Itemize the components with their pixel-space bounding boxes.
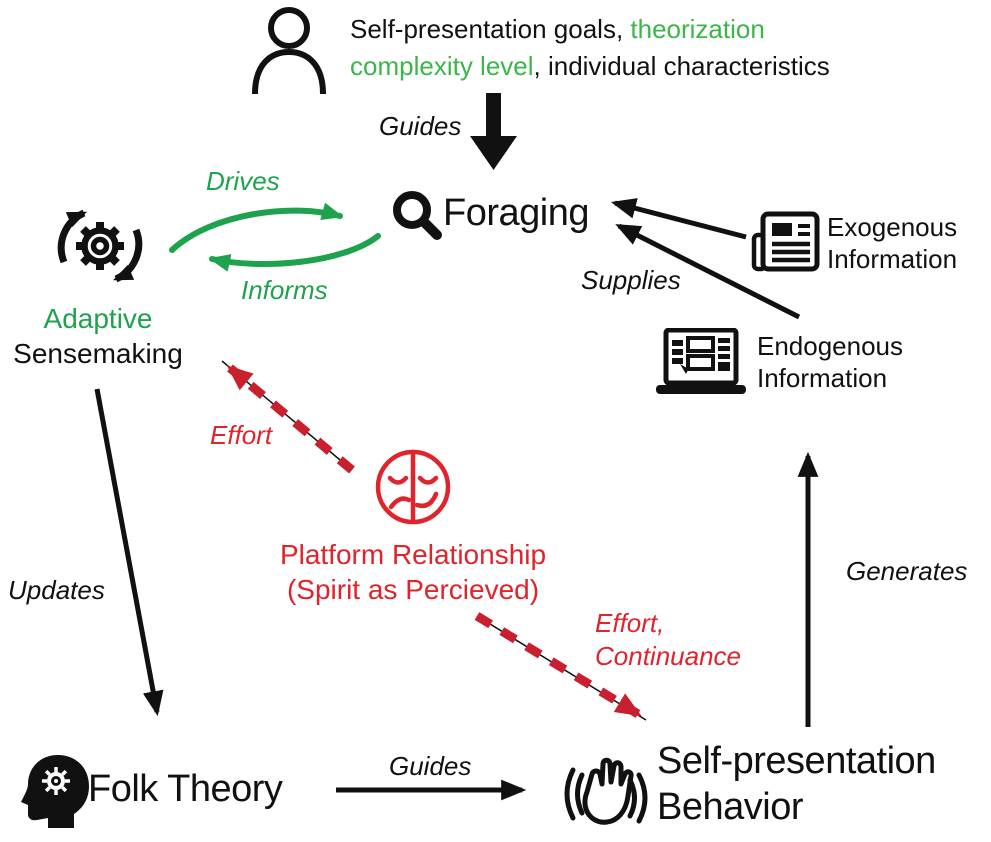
exogenous-line1: Exogenous: [827, 212, 958, 242]
head-gear-icon: [21, 755, 89, 828]
person-icon: [252, 7, 326, 94]
effort-continuance-line2: Continuance: [595, 641, 741, 671]
sensemaking-line2: Sensemaking: [13, 338, 183, 369]
effort-arrow-thin: [221, 360, 353, 471]
drives-label: Drives: [206, 166, 280, 196]
behavior-line2: Behavior: [657, 786, 803, 828]
updates-arrow: [94, 388, 164, 717]
node-sensemaking-label: Adaptive Sensemaking: [2, 301, 194, 371]
exogenous-line2: Information: [827, 244, 958, 274]
input-text-line2: complexity level, individual characteris…: [350, 48, 830, 85]
input-text-line1: Self-presentation goals, theorization: [350, 11, 830, 48]
gear-cycle-icon: [57, 209, 143, 283]
node-folk-theory-label: Folk Theory: [88, 768, 283, 810]
supplies-label: Supplies: [581, 265, 681, 295]
input-characteristics-text: Self-presentation goals, theorization co…: [350, 11, 830, 85]
effort-label: Effort: [210, 420, 273, 450]
generates-label: Generates: [846, 556, 968, 586]
input-text-black1: Self-presentation goals,: [350, 14, 631, 44]
node-foraging-label: Foraging: [443, 192, 589, 234]
updates-label: Updates: [8, 575, 105, 605]
effort-continuance-arrow: [474, 612, 642, 718]
informs-label: Informs: [241, 275, 328, 305]
masks-face-icon: [375, 449, 451, 525]
platform-line2: (Spirit as Percieved): [286, 574, 540, 605]
input-text-green1: theorization: [630, 14, 765, 44]
drives-arrow: [169, 202, 344, 253]
sensemaking-line1: Adaptive: [43, 303, 153, 334]
guides-top-label: Guides: [379, 111, 462, 141]
input-text-green2: complexity level: [350, 51, 534, 81]
node-platform-label: Platform Relationship (Spirit as Perciev…: [253, 537, 573, 607]
supplies-arrow-endogenous: [615, 223, 801, 320]
guides-bottom-label: Guides: [389, 751, 472, 781]
newspaper-icon: [751, 211, 820, 272]
node-exogenous-label: Exogenous Information: [827, 211, 957, 275]
node-endogenous-label: Endogenous Information: [757, 330, 903, 394]
laptop-icon: [656, 328, 746, 394]
endogenous-line2: Information: [757, 363, 888, 393]
node-behavior-label: Self-presentation Behavior: [657, 738, 936, 830]
behavior-line1: Self-presentation: [657, 740, 936, 782]
effort-continuance-line1: Effort,: [595, 608, 665, 638]
input-text-black2: , individual characteristics: [533, 51, 830, 81]
supplies-arrow-exogenous: [610, 198, 747, 240]
platform-line1: Platform Relationship: [279, 539, 547, 570]
guides-top-arrow: [470, 93, 517, 170]
magnifier-icon: [393, 191, 442, 240]
waving-hand-icon: [564, 757, 648, 825]
endogenous-line1: Endogenous: [757, 331, 904, 361]
informs-arrow: [208, 233, 381, 272]
effort-continuance-label: Effort, Continuance: [595, 607, 741, 673]
